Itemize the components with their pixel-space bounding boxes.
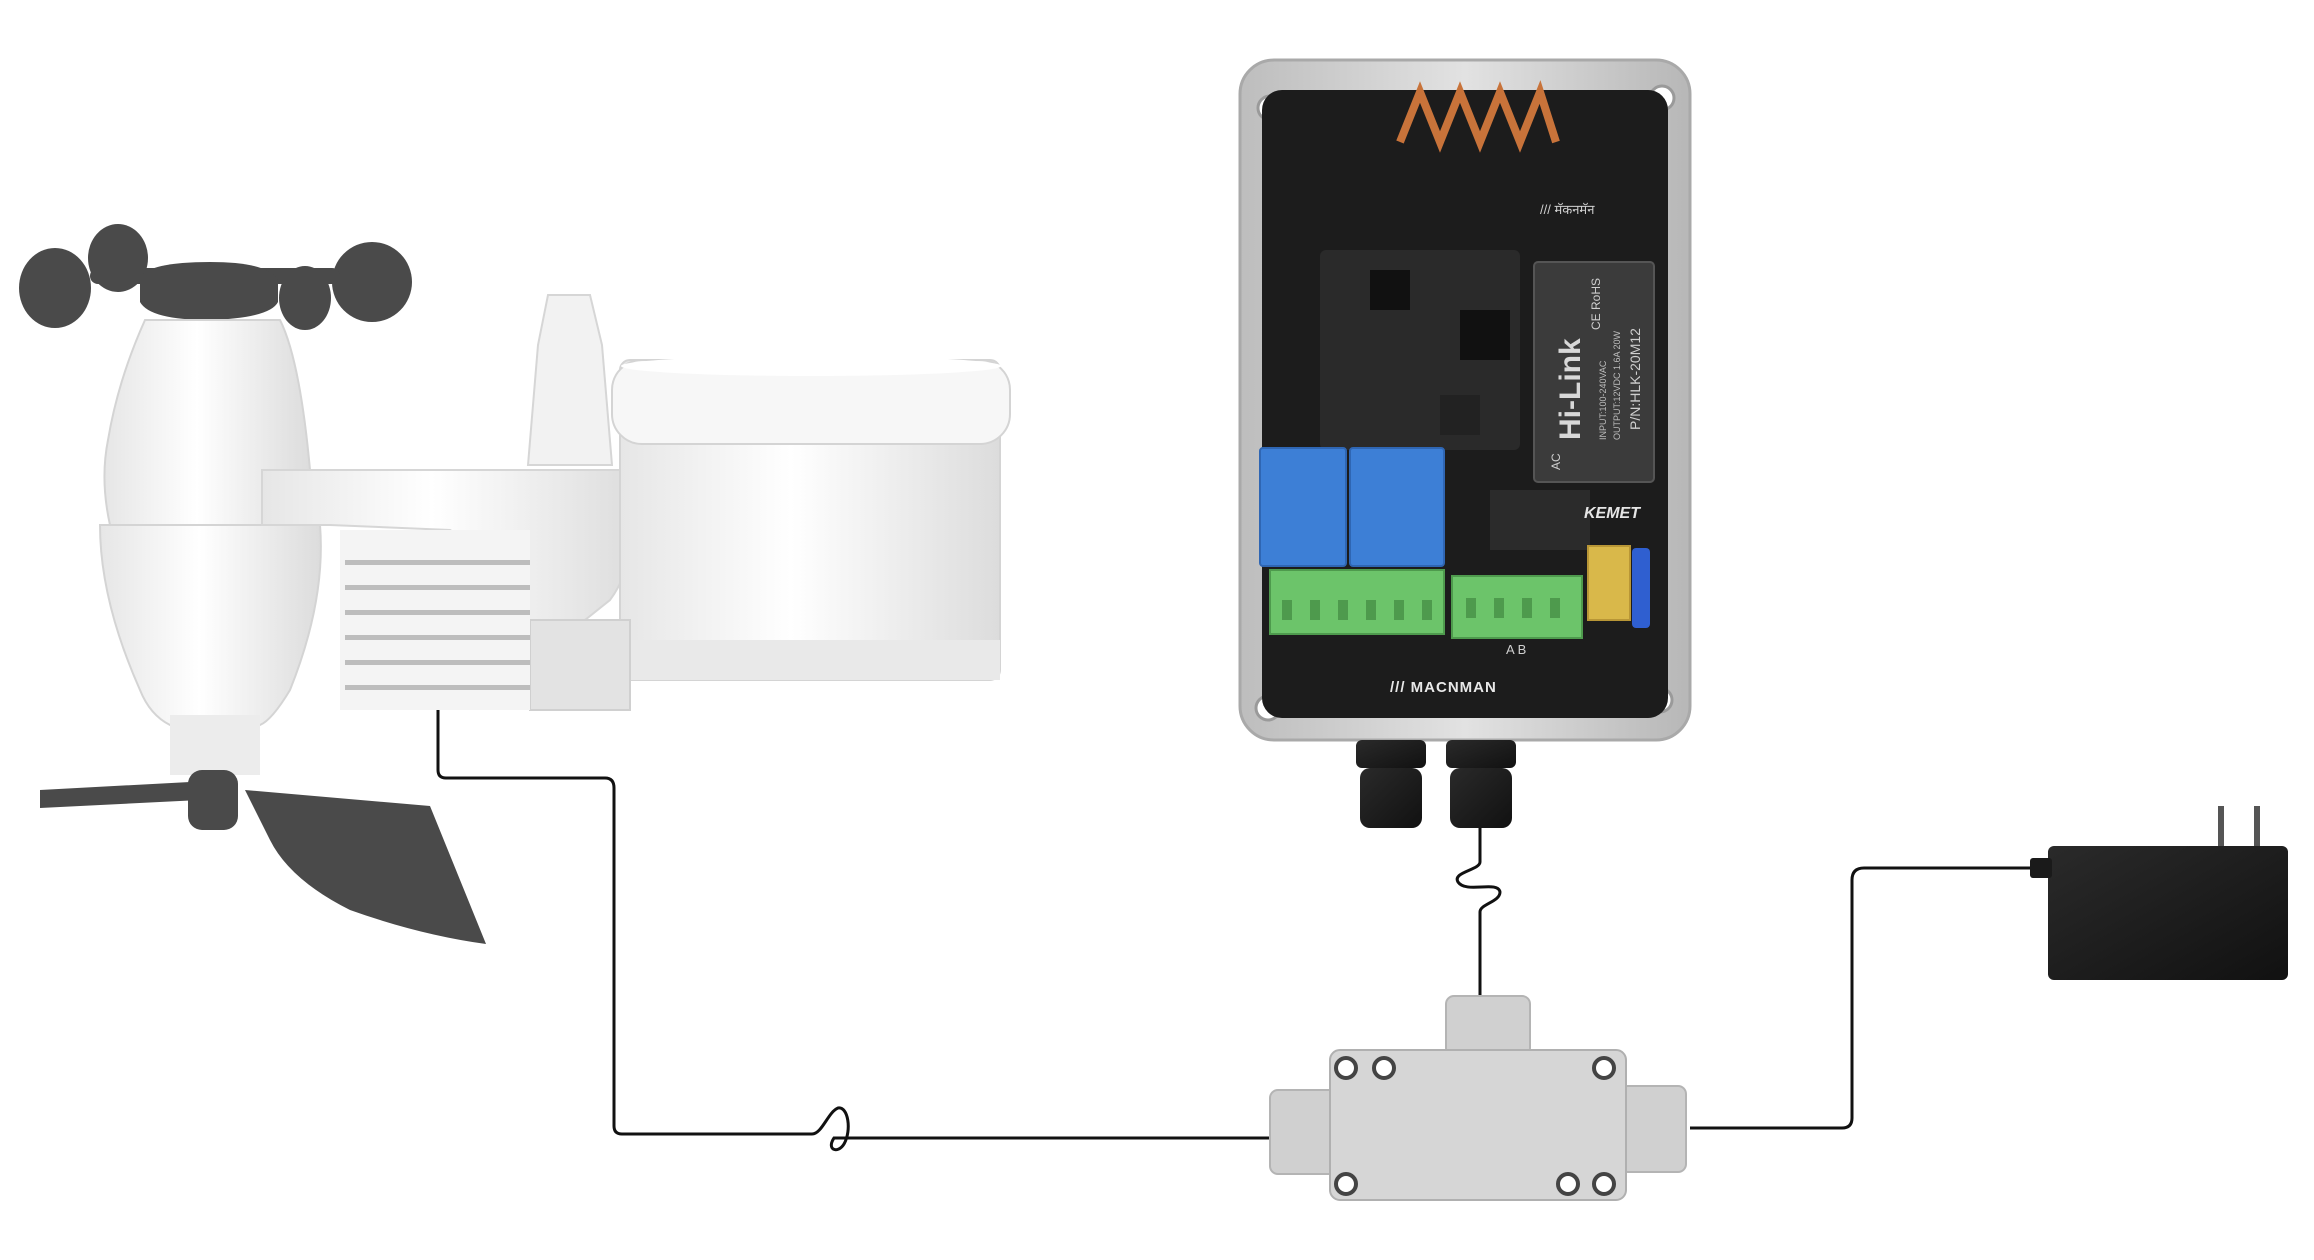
psu-input: INPUT:100-240VAC [1598, 360, 1608, 440]
psu-module: Hi-Link P/N:HLK-20M12 OUTPUT:12VDC 1.6A … [1533, 261, 1655, 483]
capacitor [1587, 545, 1631, 621]
wind-vane-icon [40, 770, 486, 944]
hindi-brand-label: /// मॅकनमॅन [1540, 202, 1595, 217]
psu-ac-label: AC [1549, 453, 1563, 470]
junction-body [1329, 1049, 1627, 1201]
psu-brand: Hi-Link [1554, 338, 1587, 440]
adapter-body [2048, 846, 2288, 980]
sensor-body-lower [98, 524, 322, 726]
junction-box-icon [1269, 995, 1687, 1201]
weather-station-icon [19, 224, 1011, 944]
arm-joint [529, 619, 631, 711]
antenna-coil-icon [1396, 80, 1560, 153]
power-adapter-icon [2030, 806, 2288, 980]
adapter-cable [1690, 866, 2050, 1130]
pcb-components [1320, 250, 1590, 550]
terminal-marks: A B [1506, 642, 1526, 657]
anemometer-icon [19, 224, 412, 330]
psu-marks: CE RoHS [1589, 278, 1603, 330]
terminal-blocks [1269, 569, 1583, 639]
relays [1259, 447, 1445, 567]
vane-stem [170, 715, 260, 775]
psu-model: P/N:HLK-20M12 [1627, 328, 1643, 430]
rain-gauge [611, 356, 1011, 681]
antenna [526, 294, 614, 466]
psu-output: OUTPUT:12VDC 1.6A 20W [1612, 330, 1622, 440]
controller-board-icon: Hi-Link P/N:HLK-20M12 OUTPUT:12VDC 1.6A … [1238, 58, 1692, 828]
adapter-plug [2030, 858, 2052, 878]
adapter-prong-right [2254, 806, 2260, 850]
junction-top-port [1445, 995, 1531, 1057]
relay-1 [1259, 447, 1347, 567]
junction-right-port [1619, 1085, 1687, 1173]
station-cable [436, 700, 1270, 1152]
adapter-prong-left [2218, 806, 2224, 850]
brand-label: /// MACNMAN [1390, 679, 1497, 696]
junction-screws [1334, 1056, 1616, 1196]
cables [436, 700, 2050, 1152]
radiation-shield [340, 530, 530, 710]
fuse-blue [1632, 548, 1650, 628]
capacitor-brand: KEMET [1584, 505, 1641, 522]
junction-left-port [1269, 1089, 1339, 1175]
relay-2 [1349, 447, 1445, 567]
cable-glands [1356, 740, 1516, 828]
controller-cable [1455, 820, 1502, 1000]
terminal-block-left [1269, 569, 1445, 635]
